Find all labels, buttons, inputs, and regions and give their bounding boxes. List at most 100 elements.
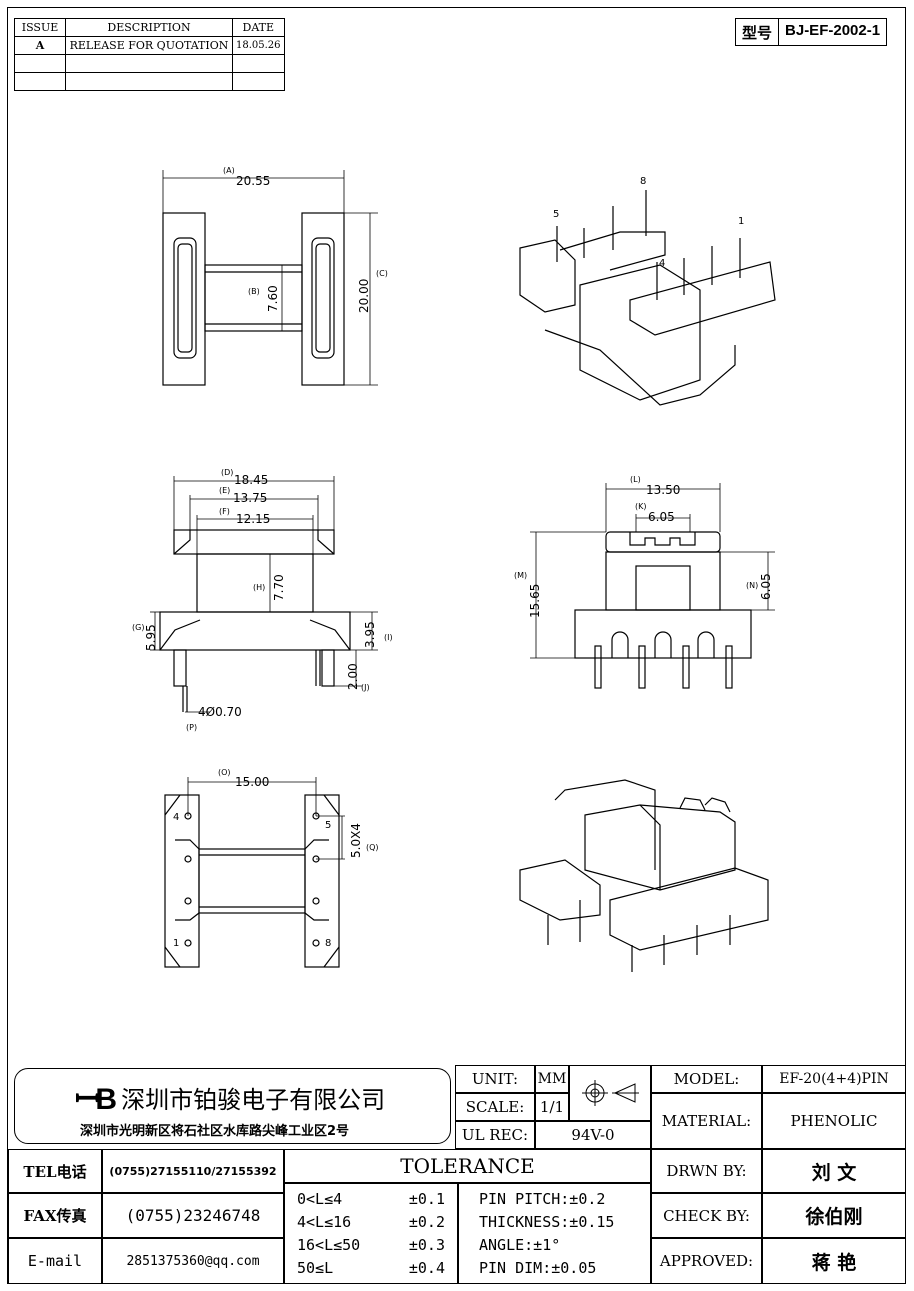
top-view-right-slot (311, 237, 335, 359)
dim-i-value: 3.95 (363, 621, 377, 648)
dim-tag-q: (Q) (366, 843, 379, 852)
email-value: 2851375360@qq.com (102, 1238, 284, 1284)
front-view-top-flange (173, 529, 335, 555)
model-label: MODEL: (651, 1065, 762, 1093)
top-view-right-flange (301, 212, 345, 386)
dim-tag-o: (O) (218, 768, 231, 777)
check-by-label: CHECK BY: (651, 1193, 762, 1238)
material-value: PHENOLIC (762, 1093, 906, 1149)
model-number-label: 型号 (736, 19, 780, 45)
dim-p-value: 4Ø0.70 (198, 705, 242, 719)
tolerance-ranges: 0<L≤4±0.1 4<L≤16±0.2 16<L≤50±0.3 50≤L±0.… (284, 1183, 458, 1284)
dim-k-value: 6.05 (648, 510, 675, 524)
rev-header-date: DATE (232, 18, 285, 37)
side-view-top-cap (605, 531, 721, 553)
iso2-base (609, 867, 769, 951)
dim-f-value: 12.15 (236, 512, 270, 526)
fax-label: FAX传真 (8, 1193, 102, 1238)
top-view: (A) 20.55 (B) 7.60 (C) 20.00 (162, 166, 388, 386)
bottom-pin-label-5: 5 (325, 820, 331, 831)
side-view: (L) 13.50 (K) 6.05 (M) 15.65 (N) 6.05 (514, 475, 775, 689)
iso-pin-label-4: 4 (659, 258, 665, 269)
ul-value: 94V-0 (535, 1121, 651, 1149)
email-label: E-mail (8, 1238, 102, 1284)
dim-tag-g: (G) (132, 623, 144, 632)
dim-h-value: 7.70 (272, 574, 286, 601)
iso-left-flange (519, 239, 576, 313)
bottom-view-pin-hole (184, 897, 192, 905)
bottom-view-pin-hole (312, 939, 320, 947)
projection-symbol (569, 1065, 651, 1121)
dim-tag-h: (H) (253, 583, 265, 592)
rev-description-cell: RELEASE FOR QUOTATION (65, 36, 233, 55)
dim-tag-n: (N) (746, 581, 758, 590)
dim-tag-i: (I) (384, 633, 393, 642)
drawn-by-value: 刘 文 (762, 1149, 906, 1193)
title-block: ꟷB 深圳市铂骏电子有限公司 深圳市光明新区将石社区水库路尖峰工业区2号 UNI… (8, 1065, 906, 1284)
tolerance-title: TOLERANCE (284, 1149, 651, 1183)
dim-n-value: 6.05 (759, 573, 773, 600)
dim-q-value: 5.0X4 (349, 823, 363, 858)
dim-d-value: 18.45 (234, 473, 268, 487)
iso2-wire-frame (554, 779, 656, 870)
dim-tag-k: (K) (635, 502, 647, 511)
dim-tag-c: (C) (376, 269, 388, 278)
tolerance-row: 16<L≤50±0.3 (297, 1235, 445, 1254)
dim-tag-f: (F) (219, 507, 230, 516)
bottom-pin-label-4: 4 (173, 812, 179, 823)
bottom-pin-label-1: 1 (173, 938, 179, 949)
isometric-view-bottom (519, 779, 769, 972)
top-view-core (204, 264, 303, 332)
company-box (14, 1068, 451, 1144)
iso-right-flange (629, 261, 776, 336)
dim-b-value: 7.60 (266, 285, 280, 312)
company-logo-row: ꟷB 深圳市铂骏电子有限公司 (75, 1077, 385, 1118)
iso2-left-flange (519, 859, 601, 921)
bottom-view: (O) 15.00 5.0X4 (Q) 4 5 1 8 (164, 768, 379, 968)
bottom-view-pin-hole (184, 855, 192, 863)
company-name: 深圳市铂骏电子有限公司 (121, 1086, 386, 1114)
projection-icon (582, 1080, 639, 1106)
revision-table: ISSUE DESCRIPTION DATE A RELEASE FOR QUO… (14, 18, 285, 91)
dim-tag-e: (E) (219, 486, 230, 495)
side-view-pin (594, 645, 602, 689)
thickness-tolerance: THICKNESS:±0.15 (479, 1213, 615, 1232)
dim-c-value: 20.00 (357, 279, 371, 313)
technical-drawings: (A) 20.55 (B) 7.60 (C) 20.00 5 8 1 4 (132, 166, 776, 972)
bottom-pin-label-8: 8 (325, 938, 331, 949)
dim-a-value: 20.55 (236, 174, 270, 188)
front-view-base (159, 611, 351, 651)
side-view-base (574, 609, 752, 659)
check-by-value: 徐伯刚 (762, 1193, 906, 1238)
bottom-view-pin-hole (312, 897, 320, 905)
side-view-pin (682, 645, 690, 689)
tolerance-row: 0<L≤4±0.1 (297, 1190, 445, 1209)
drawn-by-label: DRWN BY: (651, 1149, 762, 1193)
dim-tag-a: (A) (223, 166, 235, 175)
pin-dim-tolerance: PIN DIM:±0.05 (479, 1258, 597, 1277)
approved-label: APPROVED: (651, 1238, 762, 1284)
dim-tag-b: (B) (248, 287, 260, 296)
rev-empty-cell (65, 72, 233, 91)
iso2-core (584, 804, 736, 891)
company-logo: ꟷB (75, 1083, 117, 1116)
dim-g-value: 5.95 (144, 624, 158, 651)
dim-tag-d: (D) (221, 468, 233, 477)
iso-pin-label-5: 5 (553, 209, 559, 220)
iso-pin-label-8: 8 (640, 176, 646, 187)
dim-l-value: 13.50 (646, 483, 680, 497)
bottom-view-core (198, 848, 306, 914)
top-view-left-flange (162, 212, 206, 386)
iso-core-block (579, 264, 701, 401)
scale-label: SCALE: (455, 1093, 535, 1121)
side-view-body (605, 551, 721, 611)
tolerance-row: 50≤L±0.4 (297, 1258, 445, 1277)
side-view-pin (725, 645, 733, 689)
top-view-left-slot (173, 237, 197, 359)
dim-tag-j: (J) (361, 683, 370, 692)
tolerance-row: 4<L≤16±0.2 (297, 1213, 445, 1232)
fax-value: (0755)23246748 (102, 1193, 284, 1238)
approved-value: 蒋 艳 (762, 1238, 906, 1284)
iso-pin-label-1: 1 (738, 216, 744, 227)
tel-value: (0755)27155110/27155392 (102, 1149, 284, 1193)
